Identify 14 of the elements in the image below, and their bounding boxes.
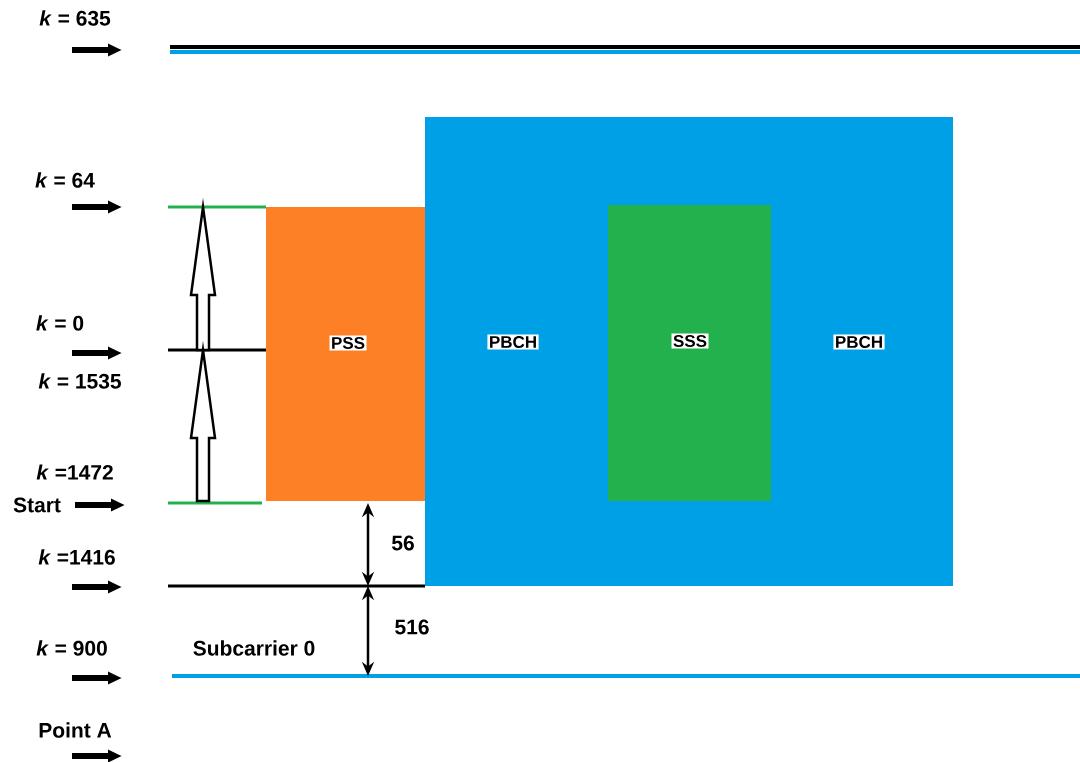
- text-label: k = 635: [39, 10, 111, 26]
- signal-block: SSS: [608, 205, 771, 501]
- text-label: k = 0: [36, 315, 84, 331]
- text-label: k = 1535: [38, 373, 121, 389]
- text-label: Start: [13, 497, 61, 513]
- text-label: k =1472: [36, 464, 113, 480]
- text-label: k =1416: [38, 549, 115, 565]
- text-label: k = 64: [35, 172, 95, 188]
- signal-block: PSS: [266, 207, 425, 501]
- text-label: 516: [395, 619, 429, 635]
- text-label: k = 900: [36, 640, 107, 656]
- text-label: 56: [391, 535, 414, 551]
- text-label: Point A: [39, 722, 112, 738]
- text-label: Subcarrier 0: [193, 640, 315, 656]
